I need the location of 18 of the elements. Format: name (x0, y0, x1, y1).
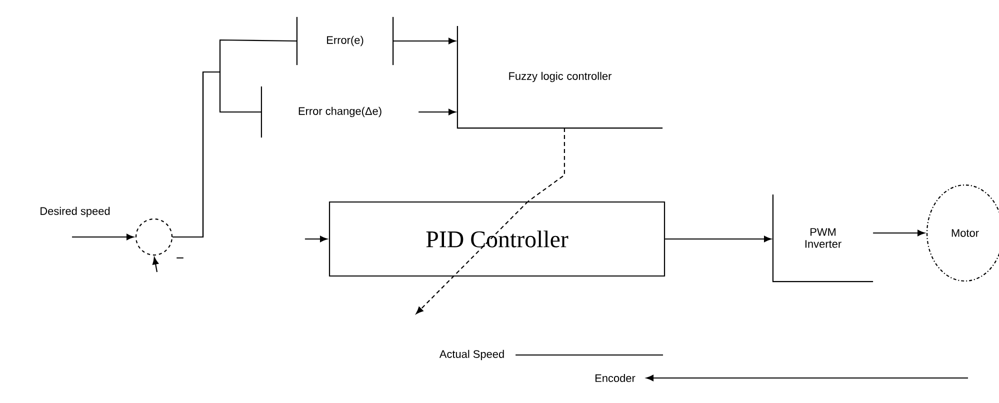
signal-label: Desired speed (40, 206, 110, 218)
controller-block: Fuzzy logic controller (456, 26, 663, 129)
arrow (665, 236, 772, 242)
controller-block: PWM Inverter (772, 194, 874, 282)
signal-block: Error change(Δe) (260, 86, 382, 138)
arrow (304, 236, 328, 242)
signal-label: Encoder (596, 374, 636, 382)
arrow (72, 234, 134, 240)
controller-box: PID Controller (328, 201, 666, 277)
summing-junction (135, 218, 173, 256)
arrow (418, 108, 456, 116)
signal-block: Error(e) (296, 16, 394, 66)
arrow (393, 38, 456, 44)
arrow (646, 374, 968, 382)
arrow (873, 230, 925, 236)
arrow (152, 257, 159, 272)
minus-sign: − (176, 257, 184, 258)
signal-label: Actual Speed (439, 350, 504, 360)
